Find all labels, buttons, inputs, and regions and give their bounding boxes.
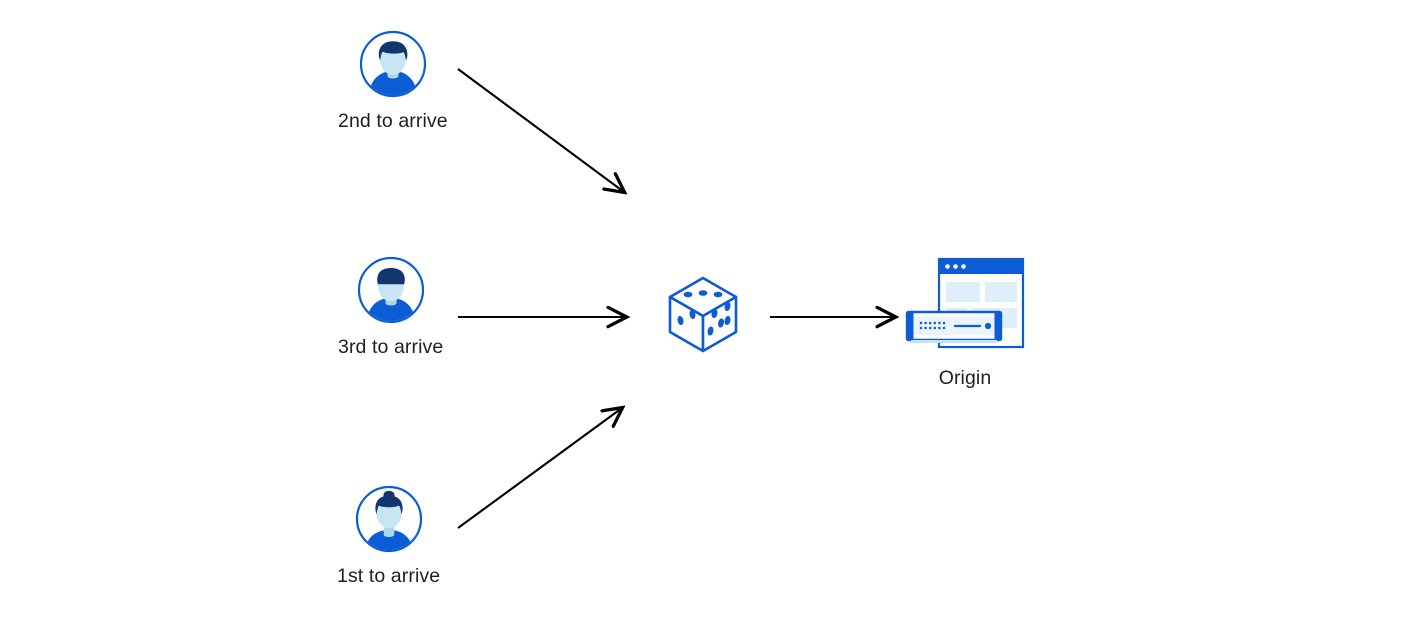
user-avatar-male-short-hair-icon [359,30,427,98]
user-avatar-female-bun-icon [355,485,423,553]
node-client-second[interactable]: 2nd to arrive [338,30,448,132]
node-randomizer[interactable] [661,272,745,356]
arrow-first-to-randomizer [457,408,622,529]
node-client-third[interactable]: 3rd to arrive [338,256,443,358]
node-label-origin: Origin [938,367,992,389]
node-label-client-third: 3rd to arrive [338,336,444,358]
node-label-client-second: 2nd to arrive [338,110,448,132]
origin-server-browser-window-icon [905,256,1025,352]
node-origin[interactable]: Origin [905,256,1025,389]
arrow-second-to-randomizer [457,68,624,192]
server-appliance-shape [905,310,1003,343]
node-client-first[interactable]: 1st to arrive [337,485,440,587]
node-label-client-first: 1st to arrive [337,565,441,587]
dice-cube-icon [661,272,745,356]
user-avatar-male-flat-hair-icon [357,256,425,324]
